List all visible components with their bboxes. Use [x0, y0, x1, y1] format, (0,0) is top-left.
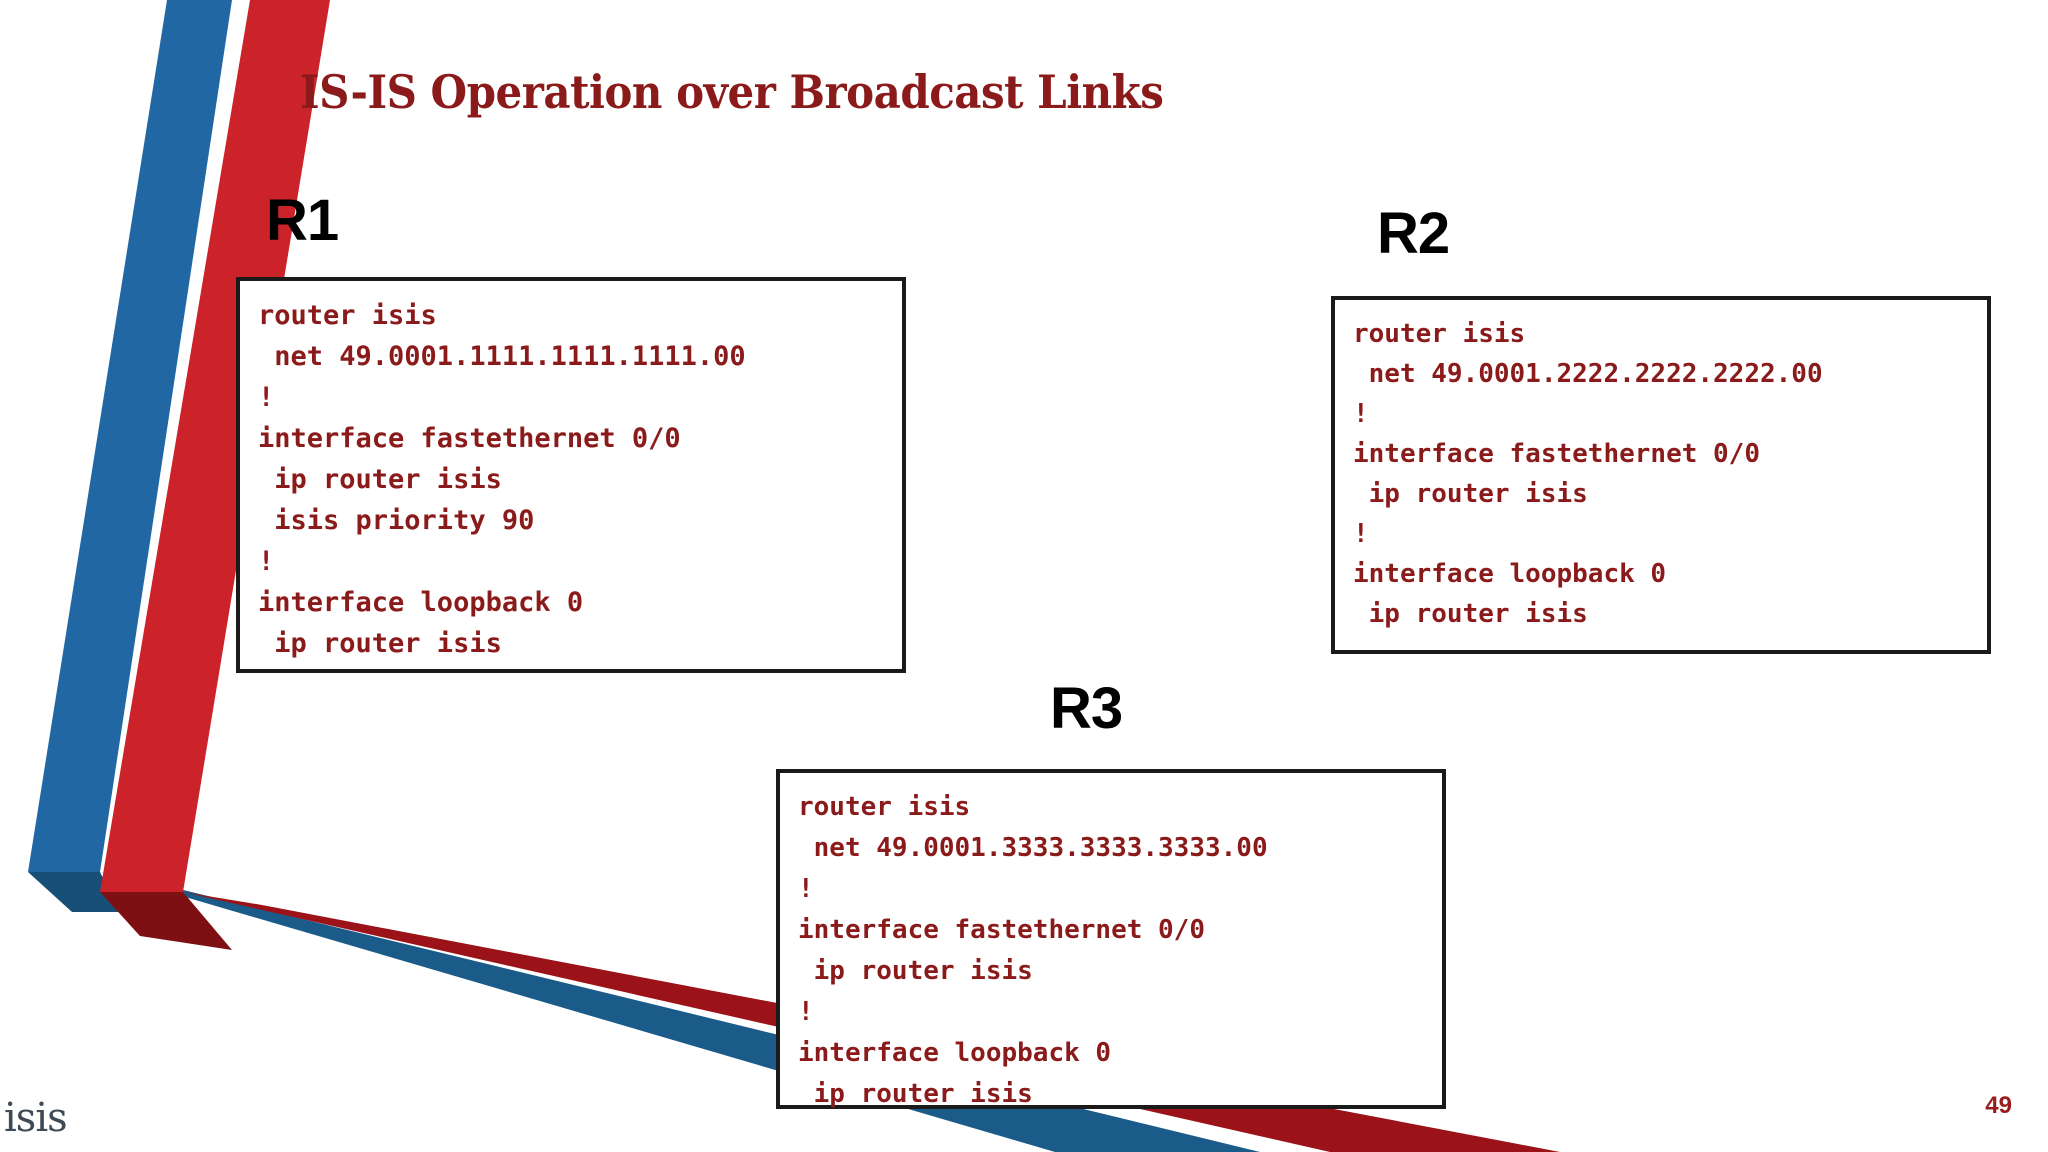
router-label-r3: R3: [1050, 676, 1123, 741]
config-box-r1: router isis net 49.0001.1111.1111.1111.0…: [236, 277, 906, 673]
ribbon-blue-upper: [28, 0, 232, 872]
router-label-r2: R2: [1377, 201, 1450, 266]
config-code-r2: router isis net 49.0001.2222.2222.2222.0…: [1353, 319, 1823, 629]
router-label-r1: R1: [266, 188, 339, 253]
page-title: IS-IS Operation over Broadcast Links: [300, 66, 1164, 119]
config-code-r1: router isis net 49.0001.1111.1111.1111.0…: [258, 300, 746, 659]
config-code-r3: router isis net 49.0001.3333.3333.3333.0…: [798, 792, 1268, 1109]
page-number: 49: [1985, 1092, 2012, 1119]
ribbon-red-bend-shadow: [100, 892, 232, 950]
ribbon-blue-bend-shadow: [28, 872, 120, 912]
config-box-r2: router isis net 49.0001.2222.2222.2222.0…: [1331, 296, 1991, 654]
footer-brand-text: isis: [4, 1095, 68, 1141]
config-box-r3: router isis net 49.0001.3333.3333.3333.0…: [776, 769, 1446, 1109]
